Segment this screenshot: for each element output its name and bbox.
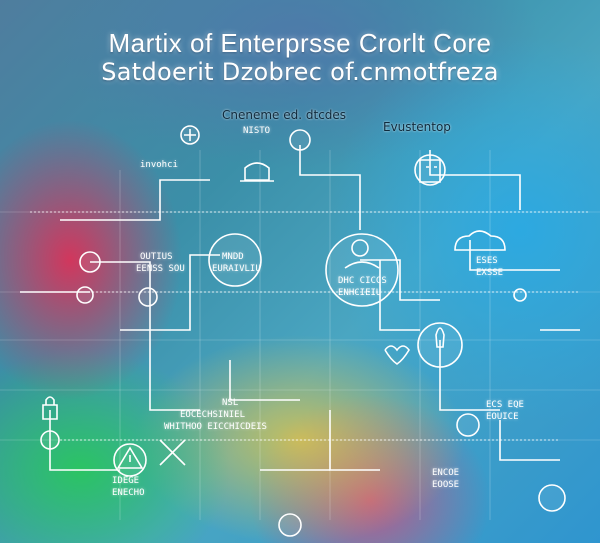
label-bottom-left-a: IDEGE xyxy=(112,476,140,486)
label-bottom-mid-b: EOCECHSINIEL xyxy=(180,410,246,420)
node-bottom-right xyxy=(456,413,480,437)
hat-icon xyxy=(240,162,274,182)
lock-icon xyxy=(42,396,58,420)
label-bottom-center-a: ENCOE xyxy=(432,468,460,478)
node-top-center xyxy=(289,129,311,151)
grid-lines xyxy=(0,150,600,520)
label-node-right-a: ESES xyxy=(476,256,498,266)
node-mid xyxy=(208,233,262,287)
diagram-title: Martix of Enterprsse Crorlt Core xyxy=(108,28,492,58)
dashed-links xyxy=(20,211,590,441)
node-right-lower xyxy=(417,322,463,368)
bulb-icon xyxy=(435,327,445,348)
cross-icon xyxy=(159,439,186,466)
connectors xyxy=(20,145,580,471)
label-node-mid-b: EURAIVLIU xyxy=(212,264,261,274)
node-right-small xyxy=(513,288,527,302)
icon-layer xyxy=(42,129,506,469)
node-bottom-far-left xyxy=(40,430,60,450)
heart-icon xyxy=(384,345,410,365)
node-left-b xyxy=(138,287,158,307)
label-bottom-mid-c: WHITHOO EICCHICDEIS xyxy=(164,422,267,432)
node-bottom-corner xyxy=(538,484,566,512)
label-top-left: invohci xyxy=(140,160,178,170)
cloud-icon xyxy=(454,230,506,251)
diagram-nodes xyxy=(40,125,566,537)
node-left-c xyxy=(76,286,94,304)
label-top-right: Evustentop xyxy=(383,120,451,134)
diagram-subtitle: Satdoerit Dzobrec of.cnmotfreza xyxy=(101,58,499,86)
label-bottom-right-b: EOUICE xyxy=(486,412,519,422)
label-bottom-left-b: ENECHO xyxy=(112,488,145,498)
label-node-right-b: EXSSE xyxy=(476,268,504,278)
label-node-left-b: EENSS SOU xyxy=(136,264,185,274)
label-node-center-b: ENHCIEIU xyxy=(338,288,382,298)
node-bottom-center xyxy=(278,513,302,537)
node-top-right xyxy=(414,154,446,186)
gear-icon xyxy=(184,129,196,141)
label-bottom-mid-a: NSL xyxy=(222,398,239,408)
label-node-left-a: OUTIUS xyxy=(140,252,173,262)
label-bottom-right-a: ECS EQE xyxy=(486,400,524,410)
warning-icon xyxy=(116,446,144,469)
robot-icon xyxy=(419,159,441,183)
node-left-a xyxy=(79,251,101,273)
label-node-mid-a: MNDD xyxy=(222,252,244,262)
label-node-center-a: DHC CICCS xyxy=(338,276,387,286)
label-top-center: Cneneme ed. dtcdes xyxy=(222,108,347,122)
label-top-center-sub: NISTO xyxy=(243,126,271,136)
person-icon xyxy=(344,239,380,269)
label-bottom-center-b: EOOSE xyxy=(432,480,460,490)
node-center xyxy=(325,233,399,307)
